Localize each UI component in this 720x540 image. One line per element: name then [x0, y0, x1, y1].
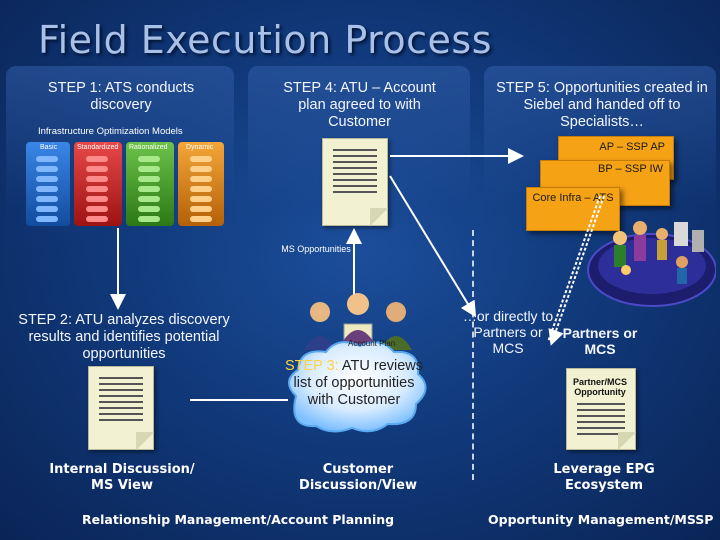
step2-text: STEP 2: ATU analyzes discovery results a…: [18, 312, 230, 362]
io-pill: [138, 196, 160, 202]
io-pill: [36, 216, 58, 222]
io-pill: [86, 156, 108, 162]
step5-text: STEP 5: Opportunities created in Siebel …: [496, 80, 708, 130]
io-pill: [36, 196, 58, 202]
io-pill: [36, 206, 58, 212]
or-directly-text: …or directly to Partners or MCS: [462, 308, 554, 356]
step3-text: STEP 3: ATU reviews list of opportunitie…: [284, 358, 424, 409]
io-pill: [190, 216, 212, 222]
partner-doc-icon: [566, 368, 636, 450]
io-pill: [86, 176, 108, 182]
footer-opportunity-management: Opportunity Management/MSSP: [488, 512, 714, 527]
io-models-title: Infrastructure Optimization Models: [38, 126, 183, 137]
account-plan-doc-icon: [322, 138, 388, 226]
ecosystem-graphic: [587, 221, 716, 307]
io-pill: [138, 166, 160, 172]
step4-text: STEP 4: ATU – Account plan agreed to wit…: [283, 80, 436, 130]
io-pill: [86, 196, 108, 202]
caption-internal-discussion: Internal Discussion/ MS View: [49, 462, 195, 493]
partners-text: Partners or MCS: [562, 325, 638, 357]
io-pill: [138, 156, 160, 162]
io-head-dynamic: Dynamic: [186, 144, 214, 151]
io-pill: [36, 166, 58, 172]
io-pill: [138, 216, 160, 222]
card-core-infra: Core Infra – ATS: [526, 187, 620, 231]
io-models-graphic: Basic Standardized Rationalized Dynamic: [26, 142, 224, 228]
discovery-doc-icon: [88, 366, 154, 450]
io-pill: [36, 186, 58, 192]
account-plan-label: Account Plan: [348, 339, 396, 348]
step3-suffix: ATU reviews list of opportunities with C…: [293, 358, 424, 408]
io-pill: [36, 156, 58, 162]
step3-prefix: STEP 3:: [284, 358, 339, 374]
footer-relationship-management: Relationship Management/Account Planning: [82, 512, 395, 527]
io-pill: [190, 196, 212, 202]
doc-lines: [333, 149, 377, 197]
io-pill: [86, 166, 108, 172]
io-head-standardized: Standardized: [77, 144, 119, 151]
ms-opportunities-label: MS Opportunities: [281, 244, 351, 254]
io-pill: [86, 186, 108, 192]
io-pill: [86, 216, 108, 222]
io-pill: [138, 206, 160, 212]
io-head-basic: Basic: [40, 144, 58, 151]
page-title: Field Execution Process: [38, 18, 492, 62]
io-pill: [190, 166, 212, 172]
io-pill: [190, 186, 212, 192]
caption-leverage-epg: Leverage EPG Ecosystem: [553, 462, 655, 493]
io-head-rationalized: Rationalized: [129, 144, 168, 151]
io-pill: [138, 186, 160, 192]
step1-text: STEP 1: ATS conducts discovery: [47, 80, 195, 113]
doc-lines: [99, 377, 143, 425]
caption-customer-discussion: Customer Discussion/View: [299, 462, 417, 493]
io-pill: [190, 156, 212, 162]
doc-fold: [370, 208, 388, 226]
cloud-graphic: [288, 341, 427, 433]
partner-doc-label: Partner/MCS Opportunity: [572, 377, 627, 397]
io-pill: [190, 176, 212, 182]
doc-fold: [618, 432, 636, 450]
doc-lines: [577, 403, 625, 439]
io-pill: [138, 176, 160, 182]
io-pill: [86, 206, 108, 212]
io-pill: [190, 206, 212, 212]
doc-fold: [136, 432, 154, 450]
io-pill: [36, 176, 58, 182]
dashed-divider: [472, 230, 474, 480]
